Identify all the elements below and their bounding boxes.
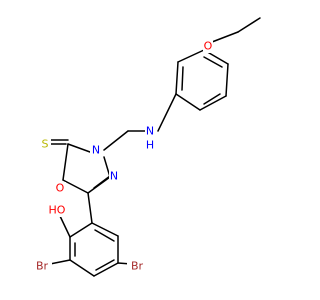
bond-26 (93, 262, 119, 277)
bond-15 (62, 143, 69, 181)
bond-13 (103, 130, 129, 151)
bond-8 (181, 66, 184, 91)
bond-19 (93, 175, 111, 189)
ring-oxygen-label: O (56, 182, 65, 195)
bond-3 (175, 61, 179, 95)
phenol-hydroxyl-label: HO (49, 204, 66, 217)
bond-4 (175, 93, 201, 111)
bromine-left-label: Br (36, 260, 49, 273)
bond-6 (225, 63, 229, 97)
bond-11 (157, 93, 177, 132)
bond-14 (67, 143, 91, 153)
bond-16 (62, 179, 89, 194)
bond-5 (199, 95, 227, 111)
bond-10 (203, 56, 223, 68)
amine-hydrogen-label: H (146, 139, 154, 152)
thione-sulfur-label: S (42, 138, 49, 151)
bond-28 (91, 222, 119, 237)
ether-oxygen-label: O (204, 40, 213, 53)
amine-nitrogen-label: N (146, 125, 154, 138)
bond-23 (69, 222, 93, 238)
bond-layer (49, 17, 261, 277)
bond-31 (94, 229, 115, 242)
ring-nitrogen-3-label: N (92, 144, 100, 157)
bond-32 (59, 215, 71, 238)
bond-33 (49, 259, 71, 265)
bond-25 (69, 259, 95, 277)
atom-label-layer: O N H S N N O HO Br Br (32, 40, 213, 273)
bond-9 (203, 93, 221, 105)
bond-2 (177, 49, 205, 63)
ring-nitrogen-4-label: N (110, 170, 118, 183)
molecule-structure: O N H S N N O HO Br Br (32, 17, 261, 277)
bromine-right-label: Br (131, 260, 144, 273)
bond-0 (237, 17, 261, 33)
bond-30 (95, 259, 115, 271)
bond-22 (87, 192, 93, 224)
bond-1 (211, 31, 239, 43)
